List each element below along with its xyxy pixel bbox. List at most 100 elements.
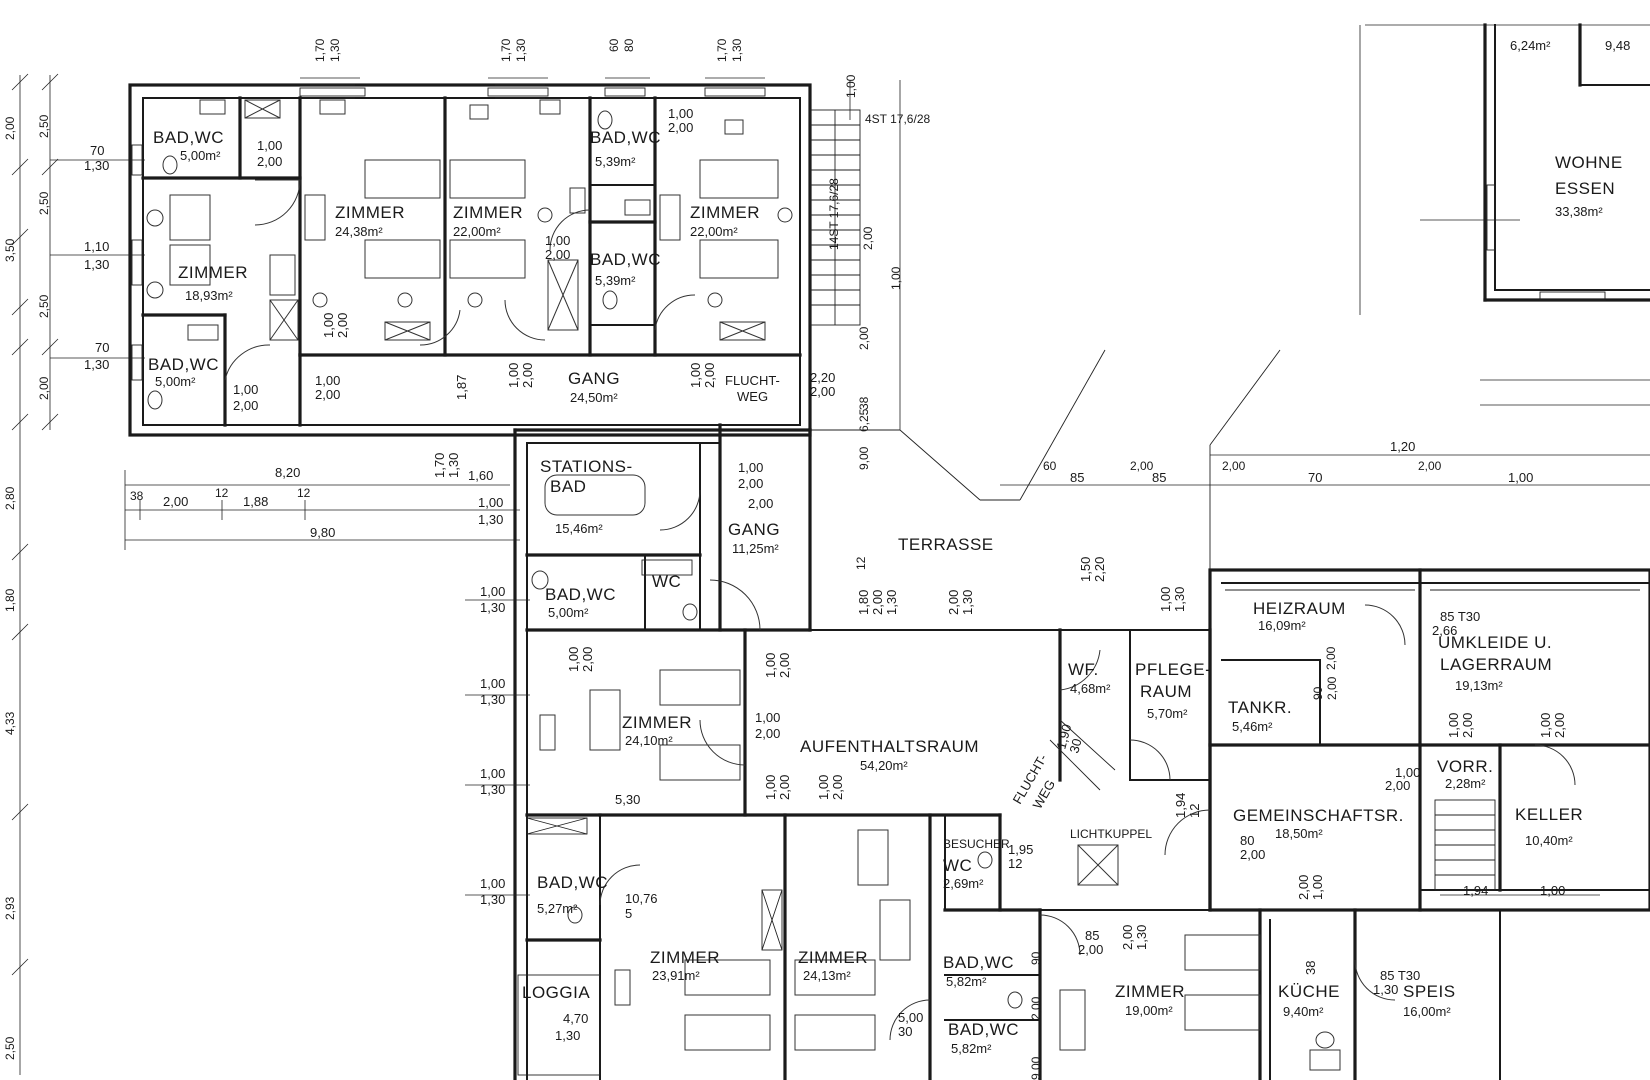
svg-text:2,00: 2,00 bbox=[335, 313, 350, 338]
svg-text:5,00: 5,00 bbox=[898, 1010, 923, 1025]
svg-text:2,00: 2,00 bbox=[257, 154, 282, 169]
room-stationsbad-area: 15,46m² bbox=[555, 521, 603, 536]
middle-dimension-chains: 8,20 1,70 1,30 1,60 38 2,00 12 1,88 12 1… bbox=[124, 439, 1650, 550]
room-wohnen-line2: ESSEN bbox=[1555, 179, 1615, 198]
stair-label: 4ST 17,6/28 bbox=[865, 112, 930, 126]
svg-text:1,30: 1,30 bbox=[84, 158, 109, 173]
svg-text:70: 70 bbox=[95, 340, 109, 355]
svg-text:1,70: 1,70 bbox=[432, 453, 447, 478]
stair-label-2: 14ST 17,6/28 bbox=[827, 178, 841, 250]
room-besucher-wc-line2: WC bbox=[943, 856, 972, 875]
room-zimmer-8-name: ZIMMER bbox=[1115, 982, 1185, 1001]
svg-text:12: 12 bbox=[854, 556, 868, 570]
lichtkuppel-label: LICHTKUPPEL bbox=[1070, 827, 1152, 841]
svg-text:1,00: 1,00 bbox=[1540, 883, 1565, 898]
svg-text:60: 60 bbox=[607, 38, 621, 52]
dim-v-6: 2,00 bbox=[37, 376, 51, 400]
room-bad-wc-4-name: BAD,WC bbox=[590, 250, 661, 269]
svg-text:1,94: 1,94 bbox=[1463, 883, 1488, 898]
svg-text:1,50: 1,50 bbox=[1078, 557, 1093, 582]
room-bad-wc-5-name: BAD,WC bbox=[545, 585, 616, 604]
room-stationsbad-line2: BAD bbox=[550, 477, 586, 496]
room-zimmer-2-area: 24,38m² bbox=[335, 224, 383, 239]
svg-text:30: 30 bbox=[898, 1024, 912, 1039]
svg-text:1,00: 1,00 bbox=[315, 373, 340, 388]
svg-text:1,30: 1,30 bbox=[884, 590, 899, 615]
svg-text:2,20: 2,20 bbox=[1092, 557, 1107, 582]
svg-text:60: 60 bbox=[1043, 459, 1057, 473]
svg-text:38: 38 bbox=[130, 489, 144, 503]
room-pflegeraum-line1: PFLEGE- bbox=[1135, 660, 1211, 679]
svg-text:2,00: 2,00 bbox=[520, 363, 535, 388]
svg-text:1,30: 1,30 bbox=[328, 38, 342, 62]
svg-text:90: 90 bbox=[1311, 686, 1325, 700]
svg-text:9,80: 9,80 bbox=[310, 525, 335, 540]
room-gang-1-area: 24,50m² bbox=[570, 390, 618, 405]
svg-text:1,10: 1,10 bbox=[84, 239, 109, 254]
svg-text:2,00: 2,00 bbox=[830, 775, 845, 800]
room-wohnen-line1: WOHNE bbox=[1555, 153, 1623, 172]
svg-text:2,00: 2,00 bbox=[1552, 713, 1567, 738]
south-block-walls bbox=[513, 423, 1650, 1080]
room-bad-wc-6-area: 5,27m² bbox=[537, 901, 578, 916]
room-loggia-name: LOGGIA bbox=[522, 983, 590, 1002]
svg-text:30: 30 bbox=[1066, 737, 1084, 755]
svg-text:1,00: 1,00 bbox=[480, 876, 505, 891]
svg-text:2,00: 2,00 bbox=[1418, 459, 1442, 473]
dim-v-4: 2,50 bbox=[37, 191, 51, 215]
room-bad-wc-2-area: 5,00m² bbox=[155, 374, 196, 389]
svg-text:2,00: 2,00 bbox=[545, 247, 570, 262]
svg-text:12: 12 bbox=[297, 486, 311, 500]
svg-text:1,30: 1,30 bbox=[1134, 925, 1149, 950]
svg-text:1,95: 1,95 bbox=[1008, 842, 1033, 857]
north-wing-furniture bbox=[146, 99, 793, 410]
dim-v-7: 2,80 bbox=[3, 486, 17, 510]
room-zimmer-3-name: ZIMMER bbox=[453, 203, 523, 222]
room-bad-wc-1-area: 5,00m² bbox=[180, 148, 221, 163]
room-aufenthaltsraum-area: 54,20m² bbox=[860, 758, 908, 773]
room-zimmer-1-name: ZIMMER bbox=[178, 263, 248, 282]
room-bad-wc-8-name: BAD,WC bbox=[948, 1020, 1019, 1039]
left-dimension-chain: 2,00 2,50 3,50 2,50 2,50 2,00 2,80 1,80 … bbox=[3, 73, 59, 1075]
room-bad-wc-1-name: BAD,WC bbox=[153, 128, 224, 147]
south-block-furniture bbox=[531, 474, 1640, 1071]
svg-text:12: 12 bbox=[1008, 856, 1022, 871]
svg-text:80: 80 bbox=[1240, 833, 1254, 848]
north-wing-dimensions: 70 1,30 1,10 1,30 70 1,30 1,00 2,00 1,00… bbox=[50, 106, 835, 413]
room-tankr-area: 5,46m² bbox=[1232, 719, 1273, 734]
room-bad-wc-8-area: 5,82m² bbox=[951, 1041, 992, 1056]
svg-text:5,30: 5,30 bbox=[615, 792, 640, 807]
svg-text:2,00: 2,00 bbox=[1240, 847, 1265, 862]
svg-text:2,00: 2,00 bbox=[1078, 942, 1103, 957]
fluchtweg-1-line2: WEG bbox=[737, 389, 768, 404]
svg-text:12: 12 bbox=[215, 486, 229, 500]
svg-text:1,00: 1,00 bbox=[755, 710, 780, 725]
room-gemeinschaftsr-name: GEMEINSCHAFTSR. bbox=[1233, 806, 1404, 825]
south-block-labels: STATIONS- BAD 15,46m² GANG 11,25m² TERRA… bbox=[522, 457, 1583, 1056]
svg-text:85: 85 bbox=[1152, 470, 1166, 485]
svg-text:1,00: 1,00 bbox=[1310, 875, 1325, 900]
dim-v-1: 2,00 bbox=[3, 116, 17, 140]
room-zimmer-4-name: ZIMMER bbox=[690, 203, 760, 222]
svg-text:1,30: 1,30 bbox=[478, 512, 503, 527]
room-bad-wc-3-name: BAD,WC bbox=[590, 128, 661, 147]
svg-text:38: 38 bbox=[857, 396, 871, 410]
svg-text:2,00: 2,00 bbox=[1385, 778, 1410, 793]
room-zimmer-1-area: 18,93m² bbox=[185, 288, 233, 303]
room-gang-2-name: GANG bbox=[728, 520, 780, 539]
svg-text:2,00: 2,00 bbox=[1460, 713, 1475, 738]
svg-text:1,00: 1,00 bbox=[1538, 713, 1553, 738]
svg-text:1,00: 1,00 bbox=[816, 775, 831, 800]
north-wing-walls bbox=[128, 83, 812, 437]
svg-text:1,30: 1,30 bbox=[555, 1028, 580, 1043]
room-zimmer-8-area: 19,00m² bbox=[1125, 1003, 1173, 1018]
svg-text:9,00: 9,00 bbox=[1029, 1056, 1043, 1080]
svg-text:1,60: 1,60 bbox=[468, 468, 493, 483]
room-zimmer-6-area: 23,91m² bbox=[652, 968, 700, 983]
svg-text:12: 12 bbox=[1187, 804, 1202, 818]
south-block-dimensions: 1,00 2,00 2,00 1,00 1,30 1,00 1,30 1,00 … bbox=[465, 460, 1600, 1080]
stair-north: 4ST 17,6/28 14ST 17,6/28 2,00 1,00 1,00 … bbox=[809, 74, 930, 470]
svg-text:1,30: 1,30 bbox=[84, 357, 109, 372]
room-heizraum-area: 16,09m² bbox=[1258, 618, 1306, 633]
